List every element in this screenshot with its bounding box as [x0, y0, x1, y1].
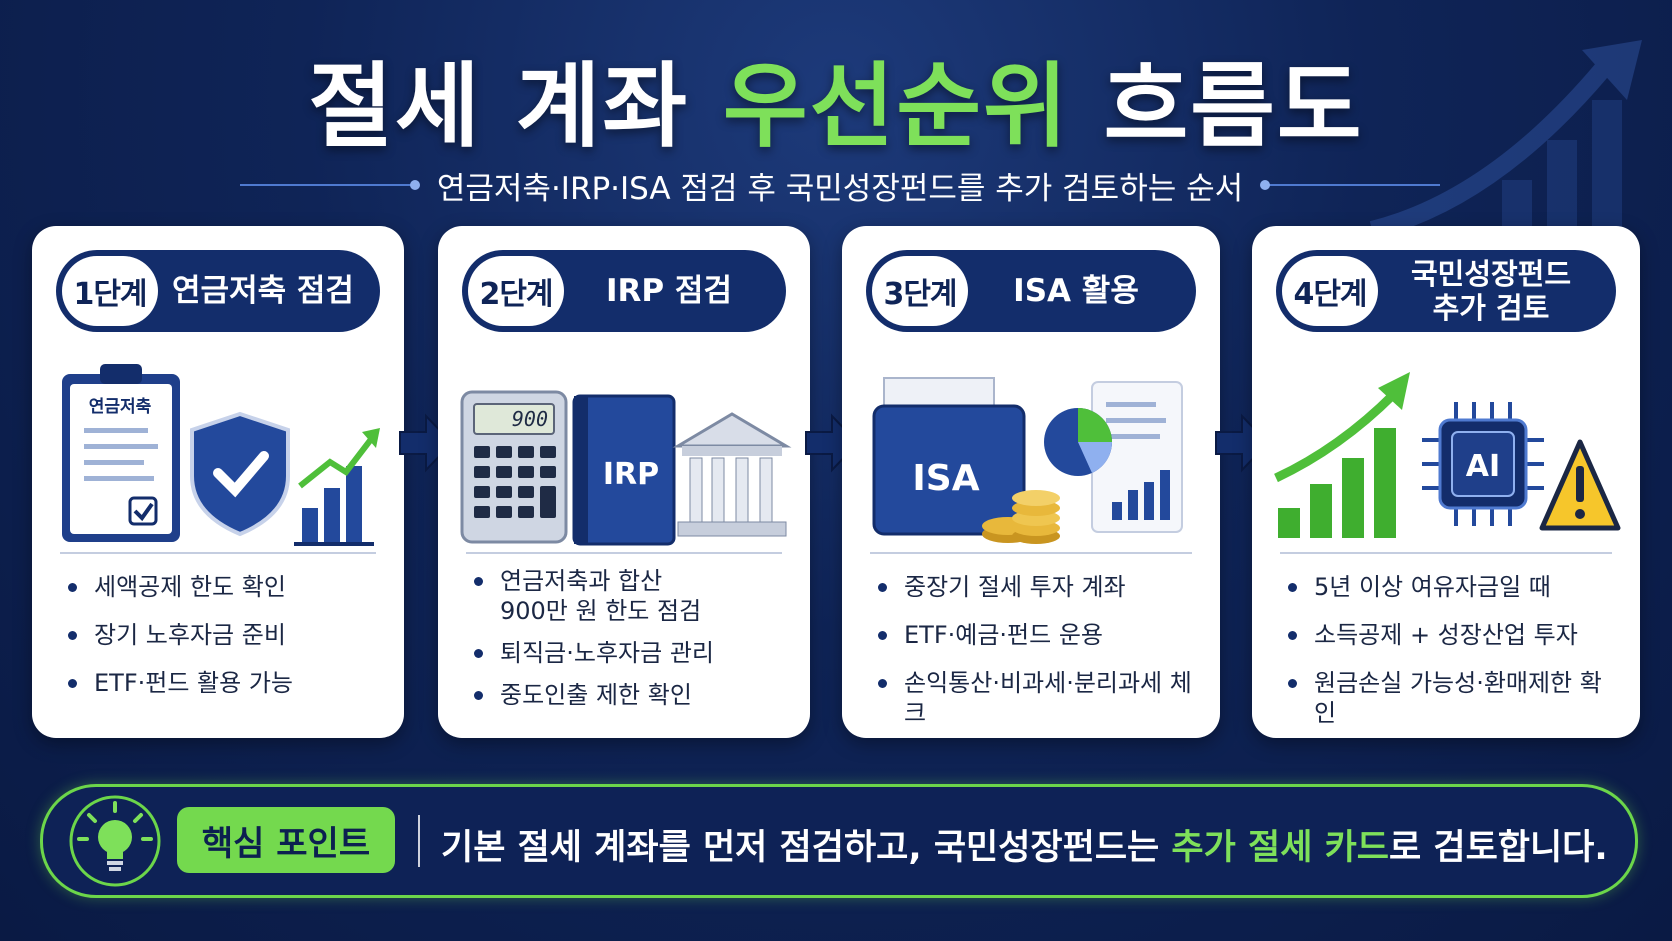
list-item: 5년 이상 여유자금일 때	[1286, 572, 1622, 602]
subtitle-line-right	[1260, 180, 1440, 190]
step-3-illustration: ISA	[872, 377, 1183, 544]
subtitle-line-left	[240, 180, 420, 190]
pie-chart-icon	[1044, 408, 1112, 476]
bank-icon	[672, 412, 792, 537]
shield-check-icon	[190, 411, 290, 537]
step-4-badge: 4단계	[1282, 256, 1378, 326]
step-2-illustration: 900 IRP	[460, 390, 792, 546]
book-label: IRP	[603, 457, 659, 492]
background-growth-arrow-icon	[1369, 40, 1642, 280]
step-4-illustration: AI	[1274, 372, 1621, 538]
list-item: 소득공제 + 성장산업 투자	[1286, 620, 1622, 650]
step-2-title: IRP 점검	[606, 273, 732, 309]
step-3-header: 3단계 ISA 활용	[866, 250, 1196, 332]
step-2-badge: 2단계	[468, 256, 564, 326]
folder-label: ISA	[912, 458, 979, 499]
key-point-separator	[418, 815, 420, 867]
chip-label: AI	[1466, 449, 1500, 484]
step-card-1: 1단계 연금저축 점검 연금저축 세액공제 한도	[32, 226, 404, 738]
step-1-title: 연금저축 점검	[172, 273, 354, 309]
step-card-3: 3단계 ISA 활용 ISA	[842, 226, 1220, 738]
page-title: 절세 계좌 우선순위 흐름도	[308, 53, 1364, 160]
folder-icon	[872, 377, 1026, 536]
step-card-2: 2단계 IRP 점검 900 IRP	[438, 226, 810, 738]
step-1-bullets: 세액공제 한도 확인 장기 노후자금 준비 ETF·펀드 활용 가능	[66, 572, 386, 716]
list-item: 중장기 절세 투자 계좌	[876, 572, 1202, 602]
book-icon	[572, 394, 676, 546]
list-item: ETF·예금·펀드 운용	[876, 620, 1202, 650]
list-item: 세액공제 한도 확인	[66, 572, 386, 602]
coins-icon	[982, 490, 1060, 544]
report-icon	[1091, 381, 1183, 533]
step-card-4: 4단계 국민성장펀드 추가 검토 AI	[1252, 226, 1640, 738]
step-3-divider	[870, 552, 1192, 554]
step-3-title: ISA 활용	[1013, 273, 1139, 309]
key-point-text: 기본 절세 계좌를 먼저 점검하고, 국민성장펀드는 추가 절세 카드로 검토합…	[441, 828, 1608, 868]
step-2-bullets: 연금저축과 합산 900만 원 한도 점검 퇴직금·노후자금 관리 중도인출 제…	[472, 566, 792, 722]
step-1-badge: 1단계	[62, 256, 158, 326]
step-4-bullets: 5년 이상 여유자금일 때 소득공제 + 성장산업 투자 원금손실 가능성·환매…	[1286, 572, 1622, 746]
rising-bars-icon	[294, 428, 380, 546]
warning-icon	[1539, 439, 1621, 531]
list-item: 중도인출 제한 확인	[472, 680, 792, 710]
subtitle-row: 연금저축·IRP·ISA 점검 후 국민성장펀드를 추가 검토하는 순서	[240, 160, 1440, 210]
list-item: 퇴직금·노후자금 관리	[472, 638, 792, 668]
step-4-title: 국민성장펀드 추가 검토	[1410, 257, 1572, 325]
clipboard-icon	[62, 364, 180, 542]
calculator-icon	[460, 390, 568, 544]
step-3-badge: 3단계	[872, 256, 968, 326]
ai-chip-icon	[1422, 402, 1544, 526]
step-3-bullets: 중장기 절세 투자 계좌 ETF·예금·펀드 운용 손익통산·비과세·분리과세 …	[876, 572, 1202, 746]
key-point-label: 핵심 포인트	[177, 807, 395, 873]
calculator-display: 900	[512, 407, 548, 431]
growth-chart-icon	[1274, 372, 1410, 538]
step-4-divider	[1280, 552, 1612, 554]
step-4-header: 4단계 국민성장펀드 추가 검토	[1276, 250, 1616, 332]
list-item: 연금저축과 합산 900만 원 한도 점검	[472, 566, 792, 626]
subtitle: 연금저축·IRP·ISA 점검 후 국민성장펀드를 추가 검토하는 순서	[436, 170, 1244, 207]
lightbulb-icon	[69, 795, 161, 887]
step-1-illustration: 연금저축	[62, 364, 380, 546]
list-item: 원금손실 가능성·환매제한 확인	[1286, 668, 1622, 728]
step-1-divider	[60, 552, 376, 554]
step-1-header: 1단계 연금저축 점검	[56, 250, 380, 332]
key-point-bar: 핵심 포인트 기본 절세 계좌를 먼저 점검하고, 국민성장펀드는 추가 절세 …	[40, 784, 1638, 898]
step-2-divider	[466, 552, 782, 554]
list-item: 장기 노후자금 준비	[66, 620, 386, 650]
list-item: 손익통산·비과세·분리과세 체크	[876, 668, 1202, 728]
clipboard-label: 연금저축	[89, 397, 152, 417]
list-item: ETF·펀드 활용 가능	[66, 668, 386, 698]
step-2-header: 2단계 IRP 점검	[462, 250, 786, 332]
